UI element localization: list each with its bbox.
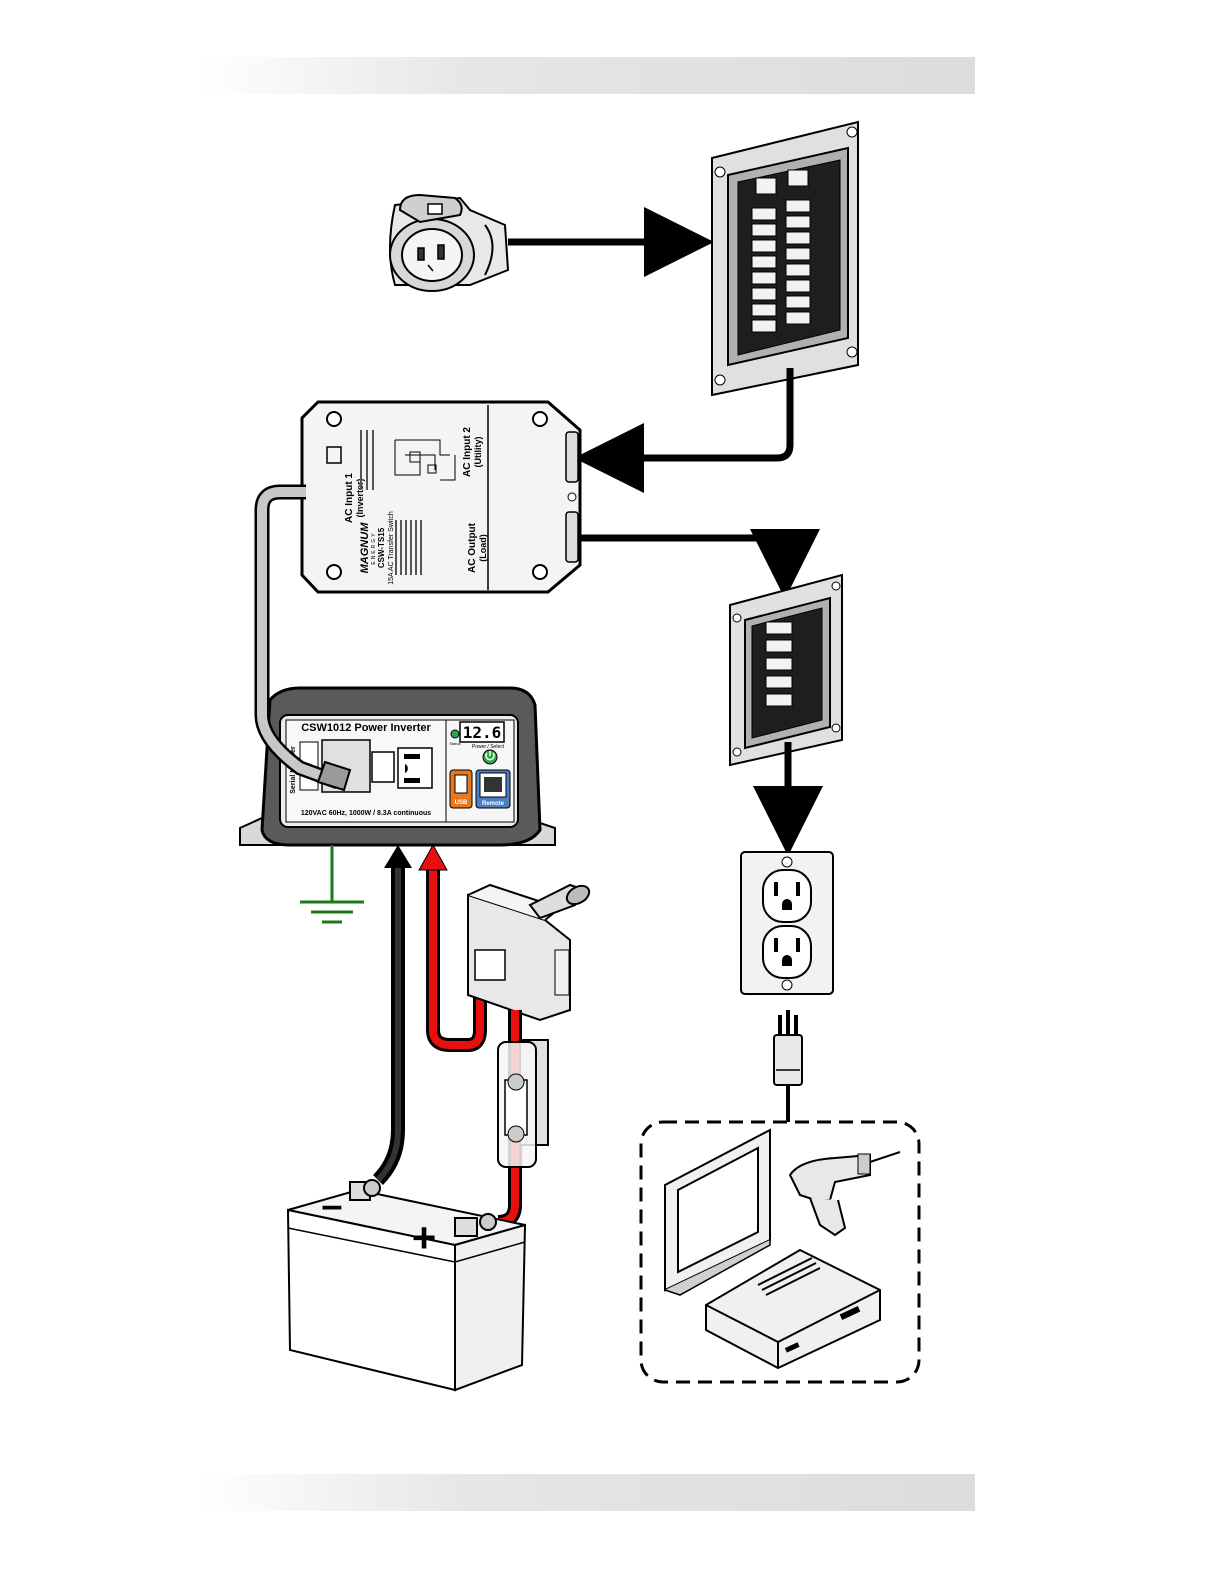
inverter-power-label: Power / Select xyxy=(472,744,505,750)
transfer-switch: AC Input 1 (Inverter) MAGNUM ENERGY CSW-… xyxy=(302,402,580,592)
transfer-input2-label: AC Input 2 xyxy=(462,427,473,477)
inverter-display: 12.6 xyxy=(463,723,502,742)
transfer-output-label: AC Output xyxy=(467,522,478,573)
transfer-to-subpanel-wire xyxy=(580,538,785,585)
ground-symbol xyxy=(300,845,364,922)
transfer-model: CSW-TS15 xyxy=(377,527,386,568)
inverter-rating: 120VAC 60Hz, 1000W / 8.3A continuous xyxy=(301,810,431,817)
fuse-holder xyxy=(498,1040,548,1167)
computer-icon xyxy=(706,1250,880,1368)
battery-negative-symbol: – xyxy=(321,1185,342,1227)
transfer-input2-sub: (Utility) xyxy=(473,437,483,468)
battery: – + xyxy=(288,1180,525,1390)
drill-icon xyxy=(790,1152,900,1235)
battery-positive-symbol: + xyxy=(412,1214,437,1261)
main-breaker-panel xyxy=(712,122,858,395)
loads-group xyxy=(641,1122,919,1382)
inverter-usb-label: USB xyxy=(455,800,468,806)
inverter-remote-label: Remote xyxy=(482,801,505,807)
wall-outlet xyxy=(741,852,833,994)
transfer-brand: MAGNUM xyxy=(359,522,371,574)
dc-disconnect-switch xyxy=(468,882,592,1020)
transfer-output-sub: (Load) xyxy=(478,534,488,562)
plug xyxy=(774,1010,802,1122)
inverter-status-label: Status xyxy=(449,741,460,746)
monitor-icon xyxy=(665,1130,770,1295)
inverter-title: CSW1012 Power Inverter xyxy=(301,722,431,734)
transfer-input1-label: AC Input 1 xyxy=(344,473,355,523)
shore-power-inlet xyxy=(390,195,508,291)
sub-breaker-panel xyxy=(730,575,842,765)
transfer-description: 15A AC Transfer Switch xyxy=(388,511,395,585)
